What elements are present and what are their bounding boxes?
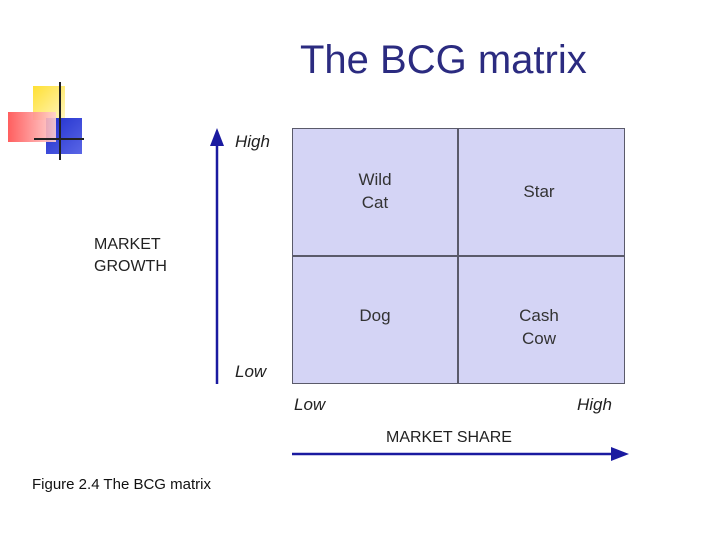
y-axis-low-label: Low [235,362,267,381]
quadrant-wild-cat-line1: Wild [358,170,392,189]
x-axis-arrow [292,447,629,461]
quadrant-cash-cow-line1: Cash [519,306,559,325]
matrix-horizontal-divider [292,255,625,257]
x-axis-high-label: High [577,395,612,414]
quadrant-dog-label: Dog [359,306,391,325]
figure-caption: Figure 2.4 The BCG matrix [32,476,211,493]
y-axis-title-line1: MARKET [94,236,161,253]
y-axis-title: MARKET GROWTH [94,234,167,278]
x-axis-low-label: Low [294,395,326,414]
quadrant-cash-cow: Cash Cow [479,304,599,350]
x-axis-title: MARKET SHARE [386,429,512,446]
quadrant-dog: Dog [315,304,435,327]
quadrant-wild-cat-line2: Cat [361,193,389,212]
quadrant-star-label: Star [523,182,555,201]
quadrant-cash-cow-line2: Cow [521,329,556,348]
y-axis-arrow [210,128,224,384]
logo-squares-icon [8,82,84,160]
slide-title: The BCG matrix [300,38,587,82]
y-axis-high-label: High [235,132,270,151]
quadrant-star: Star [479,180,599,203]
quadrant-wild-cat: Wild Cat [315,168,435,214]
y-axis-title-line2: GROWTH [94,258,167,275]
